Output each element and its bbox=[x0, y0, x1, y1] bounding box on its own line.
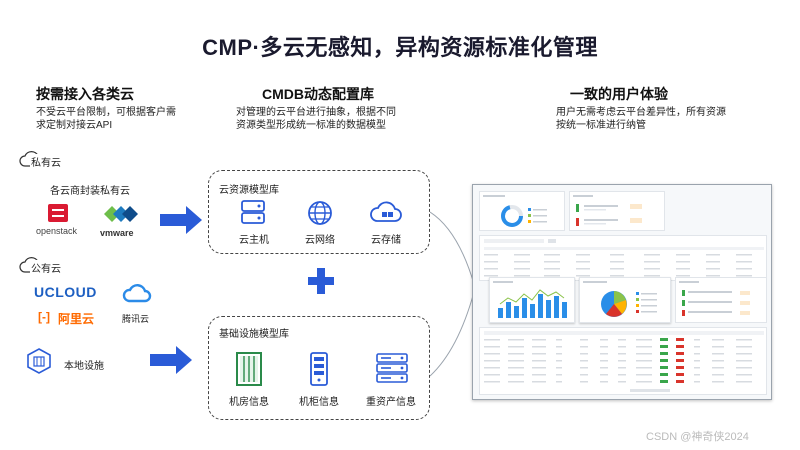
infrastructure-model-box: 基础设施模型库 机房信息 机柜信息 bbox=[208, 316, 430, 420]
desc-cmdb: 对管理的云平台进行抽象，根据不同 资源类型形成统一标准的数据模型 bbox=[236, 107, 396, 131]
mock-table-bottom bbox=[479, 327, 767, 395]
cloud-network-label: 云网络 bbox=[305, 235, 335, 246]
arrow-right-icon bbox=[160, 206, 202, 234]
arrow-right-icon bbox=[150, 346, 192, 374]
bar-chart-icon bbox=[493, 281, 567, 318]
mock-panel-metrics bbox=[675, 277, 767, 323]
public-cloud-label: 公有云 bbox=[30, 260, 62, 275]
desc-access-clouds: 不受云平台限制，可根据客户需 求定制对接云API bbox=[36, 107, 176, 131]
globe-icon bbox=[308, 201, 332, 225]
mock-panel-donut bbox=[479, 191, 565, 231]
dashboard-screenshot bbox=[472, 184, 772, 400]
vmware-label: vmware bbox=[100, 228, 134, 238]
mock-metrics-icon bbox=[573, 195, 642, 226]
pie-chart-icon bbox=[583, 281, 657, 317]
mock-table-icon bbox=[484, 239, 764, 277]
cabinet-label: 机柜信息 bbox=[299, 397, 339, 408]
mock-table-icon bbox=[484, 331, 764, 392]
private-cloud-group: 私有云 bbox=[18, 150, 78, 170]
cloud-storage-label: 云存储 bbox=[371, 235, 401, 246]
cloud-host-label: 云主机 bbox=[239, 235, 269, 246]
machine-room-item[interactable]: 机房信息 bbox=[219, 351, 279, 411]
mock-panel-pie bbox=[579, 277, 671, 323]
private-cloud-sub: 各云商封装私有云 bbox=[50, 186, 130, 197]
mock-panel-top bbox=[569, 191, 665, 231]
cloud-storage-icon bbox=[370, 201, 402, 222]
aliyun-bracket-icon: [-] bbox=[38, 310, 50, 324]
page-title: CMP·多云无感知，异构资源标准化管理 bbox=[202, 35, 598, 60]
heading-access-clouds: 按需接入各类云 bbox=[36, 86, 134, 102]
cloud-model-title: 云资源模型库 bbox=[219, 185, 279, 196]
cloud-resource-model-box: 云资源模型库 云主机 云网络 云存储 bbox=[208, 170, 430, 254]
heavy-asset-item[interactable]: 重资产信息 bbox=[359, 351, 423, 411]
aliyun-logo: [-] 阿里云 bbox=[38, 310, 108, 326]
watermark: CSDN @神奇侠2024 bbox=[646, 431, 749, 443]
heading-user-experience: 一致的用户体验 bbox=[570, 86, 668, 102]
metrics-list-icon bbox=[679, 281, 750, 316]
cloud-network-item[interactable]: 云网络 bbox=[295, 199, 345, 247]
onprem-label: 本地设施 bbox=[64, 361, 104, 372]
donut-chart-icon bbox=[483, 195, 547, 227]
cloud-host-item[interactable]: 云主机 bbox=[229, 199, 279, 247]
openstack-icon bbox=[48, 204, 68, 222]
heading-cmdb: CMDB动态配置库 bbox=[262, 86, 374, 102]
tencent-label: 腾讯云 bbox=[122, 314, 150, 324]
server-icon bbox=[241, 200, 265, 224]
tencent-cloud-icon bbox=[122, 284, 152, 303]
machine-room-icon bbox=[236, 352, 262, 386]
server-rack-icon bbox=[376, 353, 408, 383]
openstack-label: openstack bbox=[36, 226, 78, 236]
datacenter-icon bbox=[27, 348, 51, 374]
mock-table-top bbox=[479, 235, 767, 281]
vmware-icon bbox=[104, 206, 138, 222]
heavy-asset-label: 重资产信息 bbox=[366, 397, 416, 408]
aliyun-label: 阿里云 bbox=[58, 312, 95, 326]
cloud-storage-item[interactable]: 云存储 bbox=[361, 199, 411, 247]
mock-panel-bar-chart bbox=[489, 277, 575, 323]
private-cloud-label: 私有云 bbox=[30, 154, 62, 169]
desc-user-experience: 用户无需考虑云平台差异性，所有资源 按统一标准进行纳管 bbox=[556, 107, 726, 131]
public-cloud-group: 公有云 bbox=[18, 256, 78, 276]
vmware-logo: vmware bbox=[98, 204, 148, 240]
infra-model-title: 基础设施模型库 bbox=[219, 329, 289, 340]
cabinet-item[interactable]: 机柜信息 bbox=[289, 351, 349, 411]
cabinet-icon bbox=[310, 352, 328, 386]
openstack-logo: openstack bbox=[36, 204, 86, 240]
machine-room-label: 机房信息 bbox=[229, 397, 269, 408]
ucloud-logo: UCLOUD bbox=[34, 284, 97, 300]
datacenter-logo bbox=[26, 348, 56, 376]
plus-icon bbox=[308, 268, 334, 294]
tencent-logo: 腾讯云 bbox=[118, 284, 158, 324]
